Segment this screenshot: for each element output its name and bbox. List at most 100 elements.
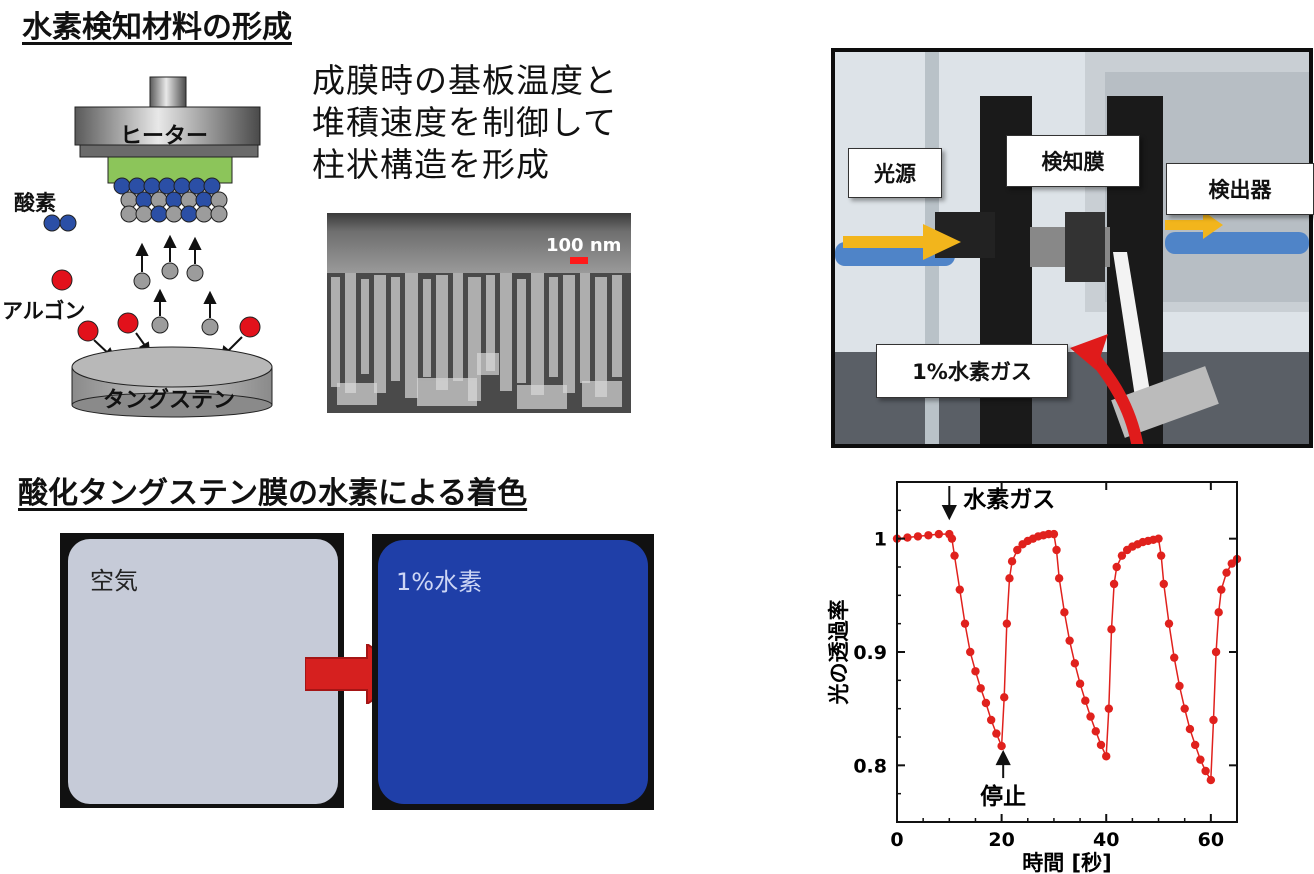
data-point bbox=[950, 551, 959, 560]
series-line bbox=[896, 533, 1238, 783]
data-point bbox=[966, 647, 975, 657]
gas-flow-arrow-icon bbox=[1070, 334, 1144, 444]
data-point bbox=[1209, 715, 1218, 725]
data-point bbox=[1196, 755, 1205, 764]
data-point bbox=[1164, 619, 1174, 628]
data-point bbox=[1049, 529, 1059, 539]
heater-label: ヒーター bbox=[120, 124, 209, 149]
light-source-callout: 光源 bbox=[848, 148, 942, 198]
sem-image bbox=[327, 213, 631, 413]
data-point bbox=[1211, 647, 1221, 657]
annotation-gas-on: 水素ガス bbox=[963, 486, 1055, 513]
y-tick-label: 1 bbox=[874, 529, 887, 551]
atom-arrows bbox=[135, 234, 217, 318]
data-point bbox=[1222, 568, 1231, 577]
annotation-layer bbox=[941, 486, 1011, 779]
sem-scale-label: 100 nm bbox=[546, 235, 622, 256]
data-point bbox=[1112, 562, 1121, 572]
data-point bbox=[934, 529, 944, 539]
x-tick-label: 20 bbox=[988, 829, 1014, 851]
section-heading-coloring: 酸化タングステン膜の水素による着色 bbox=[18, 476, 528, 511]
data-point bbox=[1117, 551, 1127, 560]
sputtered-atoms bbox=[133, 262, 219, 336]
light-arrow-in-icon bbox=[843, 224, 961, 260]
sample-air bbox=[68, 539, 338, 804]
annotation-stop: 停止 bbox=[980, 783, 1026, 810]
data-point bbox=[1201, 766, 1210, 776]
data-point bbox=[1170, 653, 1179, 662]
data-point bbox=[913, 532, 923, 541]
data-point bbox=[1185, 724, 1195, 734]
data-point bbox=[1206, 775, 1216, 785]
data-point bbox=[1005, 574, 1014, 583]
data-point bbox=[971, 667, 980, 676]
data-point bbox=[1154, 534, 1163, 543]
data-point bbox=[1065, 636, 1074, 645]
data-point bbox=[1214, 608, 1223, 617]
data-point bbox=[1096, 740, 1106, 750]
data-point bbox=[903, 533, 912, 542]
heater-knob bbox=[149, 76, 187, 108]
data-point bbox=[1175, 681, 1184, 691]
heater-block bbox=[74, 106, 261, 146]
deposited-atoms bbox=[113, 177, 228, 223]
x-tick-label: 60 bbox=[1198, 829, 1224, 851]
scale-bar bbox=[570, 257, 588, 264]
sample-air-photo: 空気 bbox=[60, 533, 344, 808]
data-point bbox=[1180, 704, 1189, 713]
data-point bbox=[976, 684, 985, 693]
data-point bbox=[981, 698, 991, 708]
data-point bbox=[955, 585, 964, 594]
chart-marks bbox=[892, 529, 1242, 785]
data-point bbox=[1086, 712, 1095, 721]
data-point bbox=[1054, 574, 1064, 583]
y-tick-label: 0.8 bbox=[853, 755, 887, 777]
sample-h2 bbox=[378, 540, 648, 804]
tick-layer: 0 20 40 60 0.8 0.9 1 bbox=[853, 482, 1237, 851]
data-point bbox=[1052, 545, 1061, 555]
data-point bbox=[1159, 579, 1168, 589]
y-tick-label: 0.9 bbox=[853, 642, 887, 664]
data-point bbox=[1107, 625, 1116, 634]
target-bottom bbox=[71, 392, 273, 418]
data-point bbox=[1104, 704, 1114, 713]
sensing-film-callout: 検知膜 bbox=[1006, 135, 1140, 187]
oxygen-label: 酸素 bbox=[14, 191, 56, 215]
process-description: 成膜時の基板温度と 堆積速度を制御して 柱状構造を形成 bbox=[312, 60, 618, 186]
data-point bbox=[1000, 693, 1009, 702]
detector-callout: 検出器 bbox=[1166, 163, 1314, 215]
hydrogen-gas-callout: 1%水素ガス bbox=[876, 344, 1068, 398]
data-point bbox=[1007, 557, 1017, 566]
description-line: 柱状構造を形成 bbox=[312, 145, 550, 184]
argon-label: アルゴン bbox=[2, 299, 86, 323]
data-point bbox=[1013, 545, 1022, 555]
sample-h2-label: 1%水素 bbox=[396, 568, 483, 596]
data-point bbox=[947, 534, 957, 543]
argon-atoms bbox=[51, 269, 261, 342]
x-tick-label: 0 bbox=[890, 829, 903, 851]
data-point bbox=[992, 729, 1001, 738]
sample-air-label: 空気 bbox=[90, 567, 138, 595]
data-point bbox=[1081, 696, 1090, 705]
data-point bbox=[1156, 551, 1166, 560]
sputtering-diagram bbox=[43, 76, 273, 418]
target-label: タングステン bbox=[103, 388, 236, 413]
description-line: 堆積速度を制御して bbox=[312, 103, 618, 142]
gas-on-arrowhead bbox=[941, 505, 957, 521]
x-tick-label: 40 bbox=[1093, 829, 1119, 851]
data-point bbox=[1109, 579, 1119, 589]
oxygen-molecule-icon bbox=[43, 214, 77, 232]
data-point bbox=[1091, 727, 1100, 736]
data-point bbox=[1070, 659, 1080, 668]
sample-h2-photo: 1%水素 bbox=[372, 534, 654, 810]
data-point bbox=[1060, 608, 1069, 617]
target-top bbox=[71, 346, 273, 388]
section-heading-material: 水素検知材料の形成 bbox=[22, 10, 292, 45]
data-point bbox=[960, 619, 970, 628]
stop-arrowhead bbox=[995, 749, 1011, 766]
data-point bbox=[1217, 585, 1226, 594]
data-point bbox=[924, 531, 933, 540]
description-line: 成膜時の基板温度と bbox=[312, 61, 618, 100]
data-point bbox=[1075, 679, 1085, 688]
